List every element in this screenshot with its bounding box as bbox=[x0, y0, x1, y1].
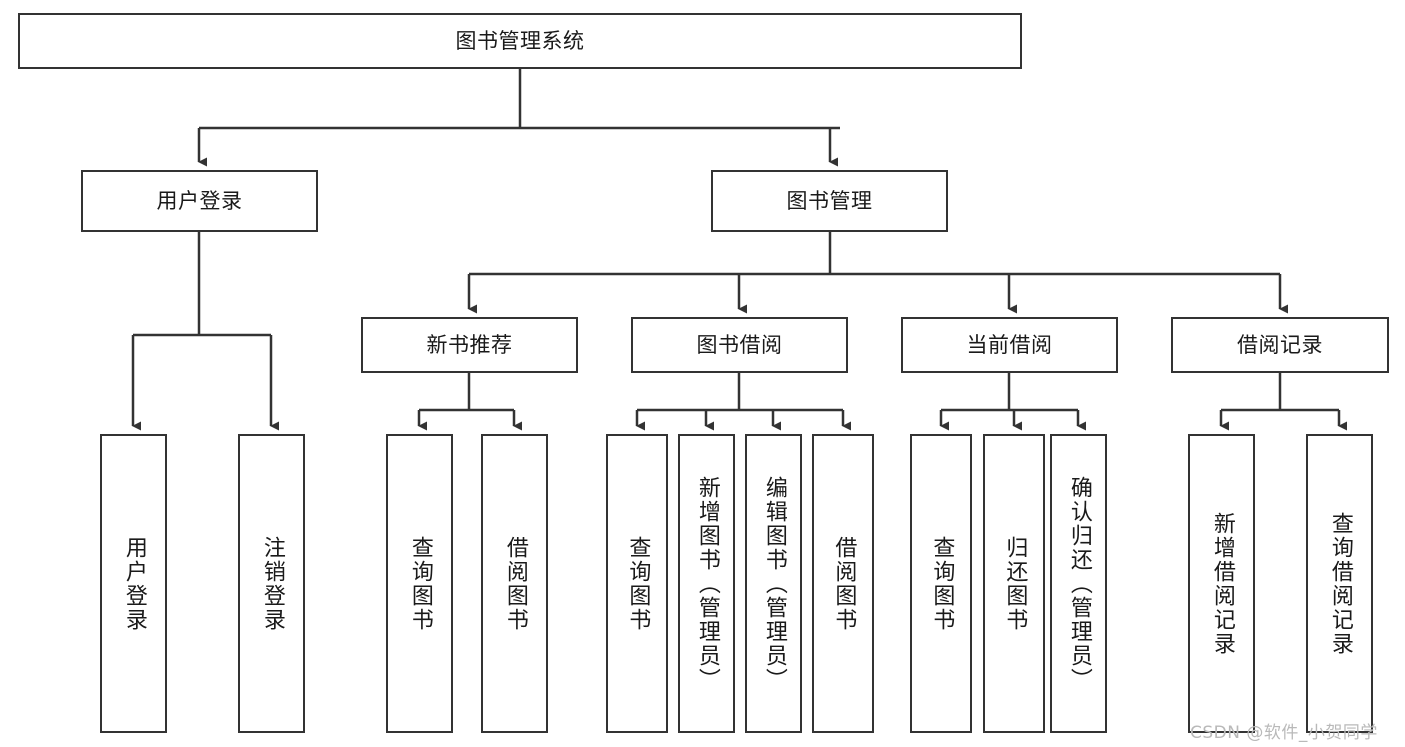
node-leaf-edit-book[interactable]: 编辑图书（管理员） bbox=[745, 434, 802, 733]
node-current-borrow[interactable]: 当前借阅 bbox=[901, 317, 1118, 373]
node-leaf-user-login[interactable]: 用户登录 bbox=[100, 434, 167, 733]
node-leaf-query-record[interactable]: 查询借阅记录 bbox=[1306, 434, 1373, 733]
node-leaf-add-record-label: 新增借阅记录 bbox=[1209, 511, 1235, 656]
node-user-login-label: 用户登录 bbox=[156, 188, 243, 213]
node-book-manage[interactable]: 图书管理 bbox=[711, 170, 948, 232]
node-leaf-query-record-label: 查询借阅记录 bbox=[1327, 511, 1353, 656]
node-leaf-user-login-label: 用户登录 bbox=[121, 535, 147, 632]
node-book-manage-label: 图书管理 bbox=[786, 188, 873, 213]
node-leaf-borrow-book-2[interactable]: 借阅图书 bbox=[812, 434, 874, 733]
node-leaf-query-book-1[interactable]: 查询图书 bbox=[386, 434, 453, 733]
node-current-borrow-label: 当前借阅 bbox=[966, 332, 1053, 357]
node-leaf-confirm-return-label: 确认归还（管理员） bbox=[1066, 475, 1092, 692]
node-borrow-record[interactable]: 借阅记录 bbox=[1171, 317, 1389, 373]
node-leaf-borrow-book-1-label: 借阅图书 bbox=[502, 535, 528, 632]
node-leaf-return-book[interactable]: 归还图书 bbox=[983, 434, 1045, 733]
node-new-book-rec[interactable]: 新书推荐 bbox=[361, 317, 578, 373]
node-leaf-add-record[interactable]: 新增借阅记录 bbox=[1188, 434, 1255, 733]
node-leaf-user-logout[interactable]: 注销登录 bbox=[238, 434, 305, 733]
node-leaf-confirm-return[interactable]: 确认归还（管理员） bbox=[1050, 434, 1107, 733]
node-leaf-query-book-2-label: 查询图书 bbox=[625, 535, 651, 632]
node-leaf-query-book-1-label: 查询图书 bbox=[407, 535, 433, 632]
node-leaf-add-book[interactable]: 新增图书（管理员） bbox=[678, 434, 735, 733]
node-book-borrow-label: 图书借阅 bbox=[696, 332, 783, 357]
node-user-login[interactable]: 用户登录 bbox=[81, 170, 318, 232]
node-book-borrow[interactable]: 图书借阅 bbox=[631, 317, 848, 373]
node-root-label: 图书管理系统 bbox=[455, 28, 585, 53]
node-leaf-borrow-book-1[interactable]: 借阅图书 bbox=[481, 434, 548, 733]
node-borrow-record-label: 借阅记录 bbox=[1237, 332, 1323, 357]
node-leaf-query-book-2[interactable]: 查询图书 bbox=[606, 434, 668, 733]
node-leaf-borrow-book-2-label: 借阅图书 bbox=[831, 535, 857, 632]
node-leaf-edit-book-label: 编辑图书（管理员） bbox=[761, 475, 787, 692]
node-leaf-return-book-label: 归还图书 bbox=[1002, 535, 1028, 632]
node-new-book-rec-label: 新书推荐 bbox=[426, 332, 513, 357]
node-leaf-add-book-label: 新增图书（管理员） bbox=[694, 475, 720, 692]
node-leaf-query-book-3-label: 查询图书 bbox=[929, 535, 955, 632]
node-root[interactable]: 图书管理系统 bbox=[18, 13, 1022, 69]
csdn-watermark: CSDN @软件_小贺同学 bbox=[1190, 723, 1378, 743]
node-leaf-query-book-3[interactable]: 查询图书 bbox=[910, 434, 972, 733]
node-leaf-user-logout-label: 注销登录 bbox=[259, 535, 285, 632]
